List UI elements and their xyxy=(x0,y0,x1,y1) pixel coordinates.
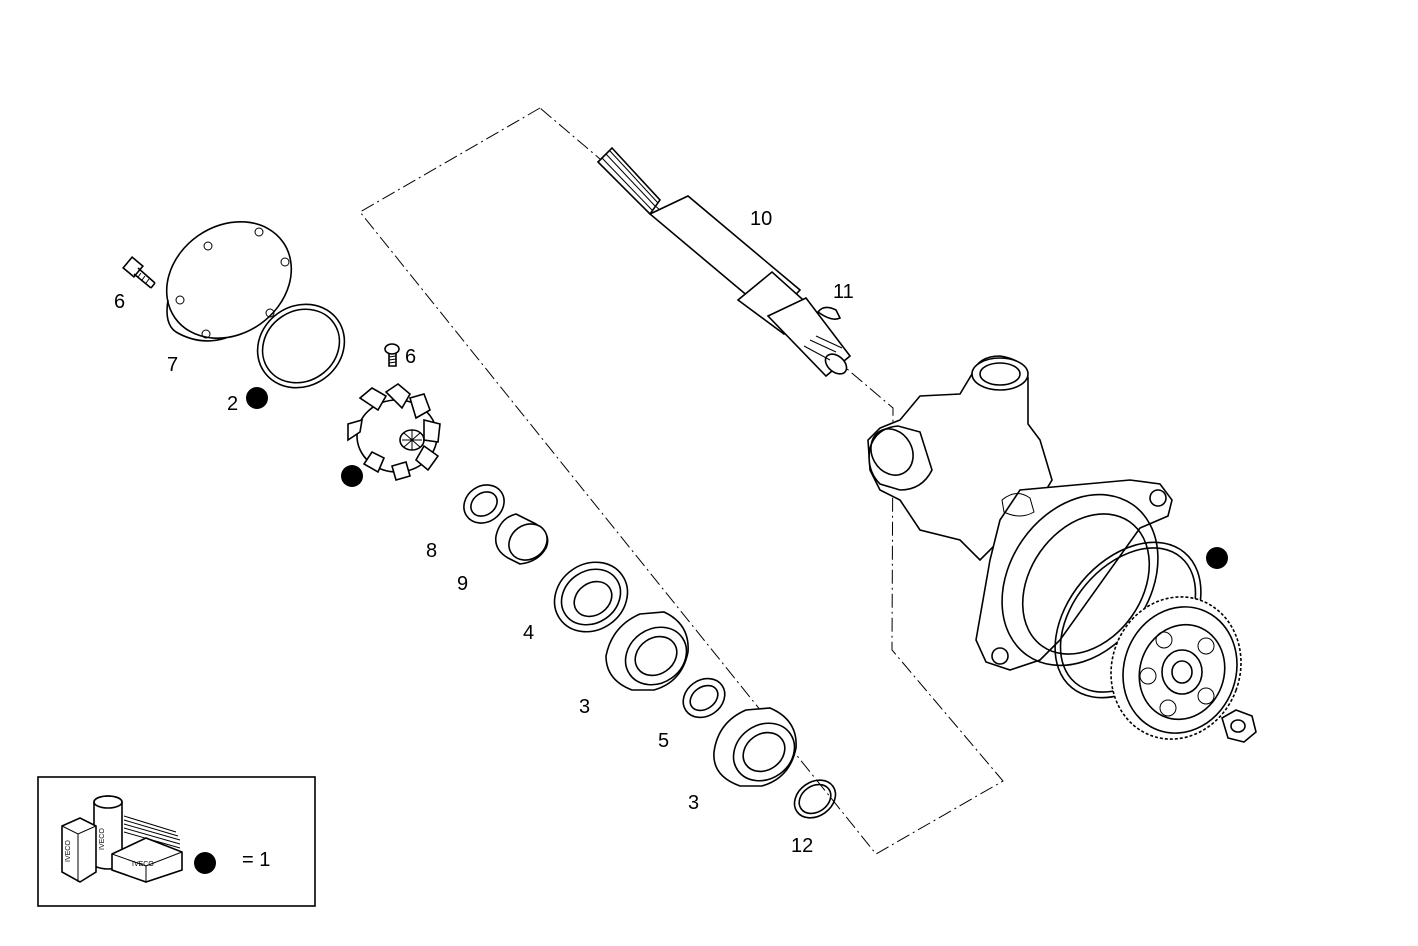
part-screw-small[interactable] xyxy=(384,343,400,367)
part-key[interactable] xyxy=(816,306,842,320)
assembly-boundary xyxy=(359,107,1004,855)
part-bushing[interactable] xyxy=(494,513,554,567)
part-screw-left[interactable] xyxy=(122,256,156,289)
part-impeller[interactable] xyxy=(347,383,441,481)
callout-6b: 6 xyxy=(405,346,416,368)
callout-3b: 3 xyxy=(688,792,699,814)
part-gear[interactable] xyxy=(1091,578,1261,757)
callout-10: 10 xyxy=(750,208,772,230)
part-shaft[interactable] xyxy=(596,146,852,378)
callout-2: 2 xyxy=(227,393,238,415)
part-snap-ring[interactable] xyxy=(787,772,843,825)
callout-6a: 6 xyxy=(114,291,125,313)
kit-marker-dot xyxy=(341,465,363,487)
spare-parts-kit-icon: IVECO IVECO IVECO xyxy=(61,795,183,883)
svg-text:IVECO: IVECO xyxy=(132,861,154,868)
callout-4: 4 xyxy=(523,622,534,644)
part-bearing-3-lower[interactable] xyxy=(713,707,806,792)
legend-box: IVECO IVECO IVECO = 1 xyxy=(37,776,316,907)
part-bearing-4[interactable] xyxy=(541,548,641,646)
part-washer[interactable] xyxy=(456,477,511,531)
callout-3a: 3 xyxy=(579,696,590,718)
callout-8: 8 xyxy=(426,540,437,562)
part-spacer-washer[interactable] xyxy=(676,671,733,726)
svg-text:IVECO: IVECO xyxy=(65,840,72,862)
kit-marker-dot xyxy=(194,852,216,874)
part-pump-housing[interactable] xyxy=(863,355,1190,696)
legend-equals-text: = 1 xyxy=(242,849,270,871)
part-nut[interactable] xyxy=(1221,709,1257,743)
part-bearing-3-upper[interactable] xyxy=(605,611,698,696)
svg-text:IVECO: IVECO xyxy=(99,828,106,850)
callout-11: 11 xyxy=(833,281,854,303)
callout-12: 12 xyxy=(791,835,813,857)
part-cover-plate[interactable] xyxy=(144,198,314,362)
callout-9: 9 xyxy=(457,573,468,595)
callout-5: 5 xyxy=(658,730,669,752)
kit-marker-dot xyxy=(246,387,268,409)
part-o-ring[interactable] xyxy=(241,287,361,404)
callout-7: 7 xyxy=(167,354,178,376)
kit-marker-dot xyxy=(1206,547,1228,569)
